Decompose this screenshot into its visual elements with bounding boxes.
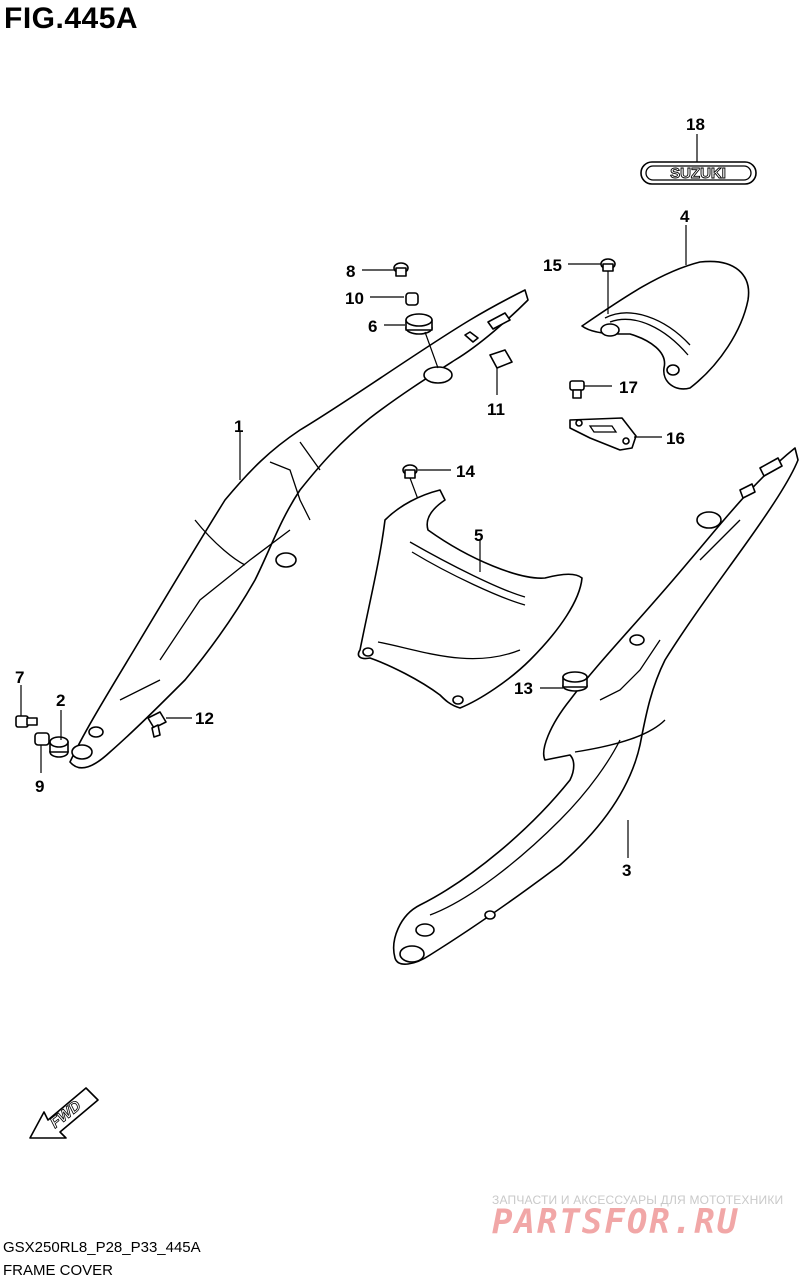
part-2-grommet[interactable] [49,736,69,758]
part-4-seat-cowl[interactable] [581,260,750,390]
part-13-grommet[interactable] [562,671,588,692]
callout-4: 4 [680,207,690,226]
callout-7: 7 [15,668,24,687]
callout-2: 2 [56,691,65,710]
watermark-brand: PARTSFOR.RU [492,1202,740,1242]
part-1-left-frame-cover[interactable] [69,289,529,769]
callout-11: 11 [487,400,505,419]
figure-title: FIG.445A [4,2,139,35]
callout-13: 13 [514,679,533,698]
callout-8: 8 [346,262,355,281]
callout-9: 9 [35,777,44,796]
part-18-emblem[interactable]: SUZUKI [640,161,757,185]
part-12-clip[interactable] [147,711,167,738]
callout-3: 3 [622,861,631,880]
callout-14: 14 [456,462,475,481]
callout-12: 12 [195,709,214,728]
part-8-screw[interactable] [393,262,409,277]
part-11-clip-nut[interactable] [489,349,513,395]
callout-17: 17 [619,378,638,397]
fwd-arrow-icon: FWD [29,1087,99,1139]
part-17-bolt[interactable] [569,380,585,399]
callout-labels: 1 2 3 4 5 6 7 8 9 10 11 12 13 14 15 16 1… [15,115,705,880]
part-6-grommet[interactable] [405,313,439,369]
part-9-collar[interactable] [34,732,50,773]
callout-15: 15 [543,256,562,275]
emblem-text: SUZUKI [670,165,726,182]
part-10-collar[interactable] [405,292,419,306]
callout-5: 5 [474,526,483,545]
leader-lines [20,134,698,858]
callout-1: 1 [234,417,243,436]
part-5-center-cover[interactable] [357,489,583,709]
part-7-bolt[interactable] [15,715,38,728]
section-name: FRAME COVER [3,1262,114,1279]
callout-18: 18 [686,115,705,134]
part-15-screw[interactable] [600,258,616,314]
callout-16: 16 [666,429,685,448]
callout-6: 6 [368,317,377,336]
model-code: GSX250RL8_P28_P33_445A [3,1239,201,1256]
callout-10: 10 [345,289,364,308]
part-3-right-frame-cover[interactable] [393,447,799,965]
part-16-bracket[interactable] [569,417,637,451]
watermark-tagline: ЗАПЧАСТИ И АКСЕССУАРЫ ДЛЯ МОТОТЕХНИКИ [492,1193,784,1207]
